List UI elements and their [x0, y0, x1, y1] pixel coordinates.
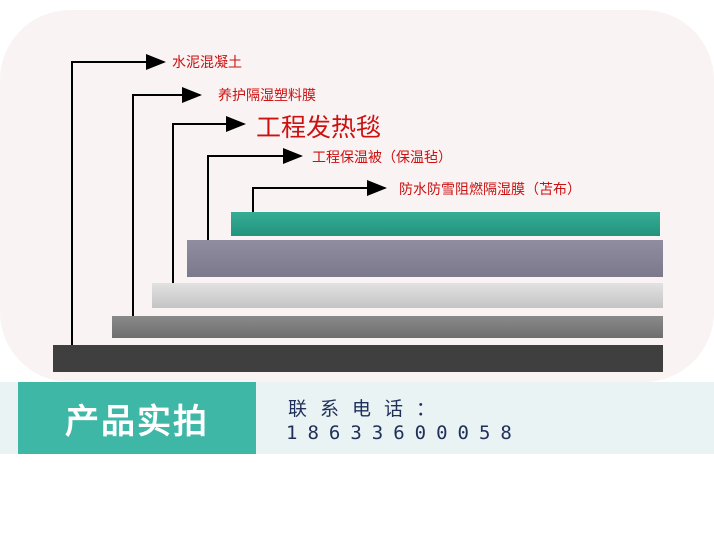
- label-plastic-film: 养护隔湿塑料膜: [218, 88, 316, 104]
- label-heating-blanket: 工程发热毯: [256, 113, 382, 142]
- label-waterproof-membrane: 防水防雪阻燃隔湿膜（苫布）: [399, 182, 581, 198]
- phone-label: 联系电话：: [288, 398, 449, 420]
- layer-concrete: [53, 345, 663, 372]
- label-insulation-quilt: 工程保温被（保温毡）: [312, 150, 452, 166]
- arrow-heating-blanket: [172, 116, 246, 283]
- product-photo-badge: 产品实拍: [18, 382, 256, 454]
- label-concrete: 水泥混凝土: [172, 55, 242, 71]
- phone-number: 18633600058: [286, 422, 522, 444]
- layer-plastic-film: [112, 316, 663, 338]
- footer-bar: 产品实拍 联系电话： 18633600058: [0, 382, 714, 454]
- layer-waterproof-membrane: [231, 212, 660, 236]
- arrow-lines: [71, 54, 387, 345]
- arrow-concrete: [71, 54, 166, 345]
- layer-heating-blanket: [152, 283, 663, 308]
- arrow-waterproof-membrane: [252, 180, 387, 212]
- arrow-insulation-quilt: [207, 148, 303, 240]
- arrow-plastic-film: [132, 87, 202, 316]
- layer-insulation-quilt: [187, 240, 663, 277]
